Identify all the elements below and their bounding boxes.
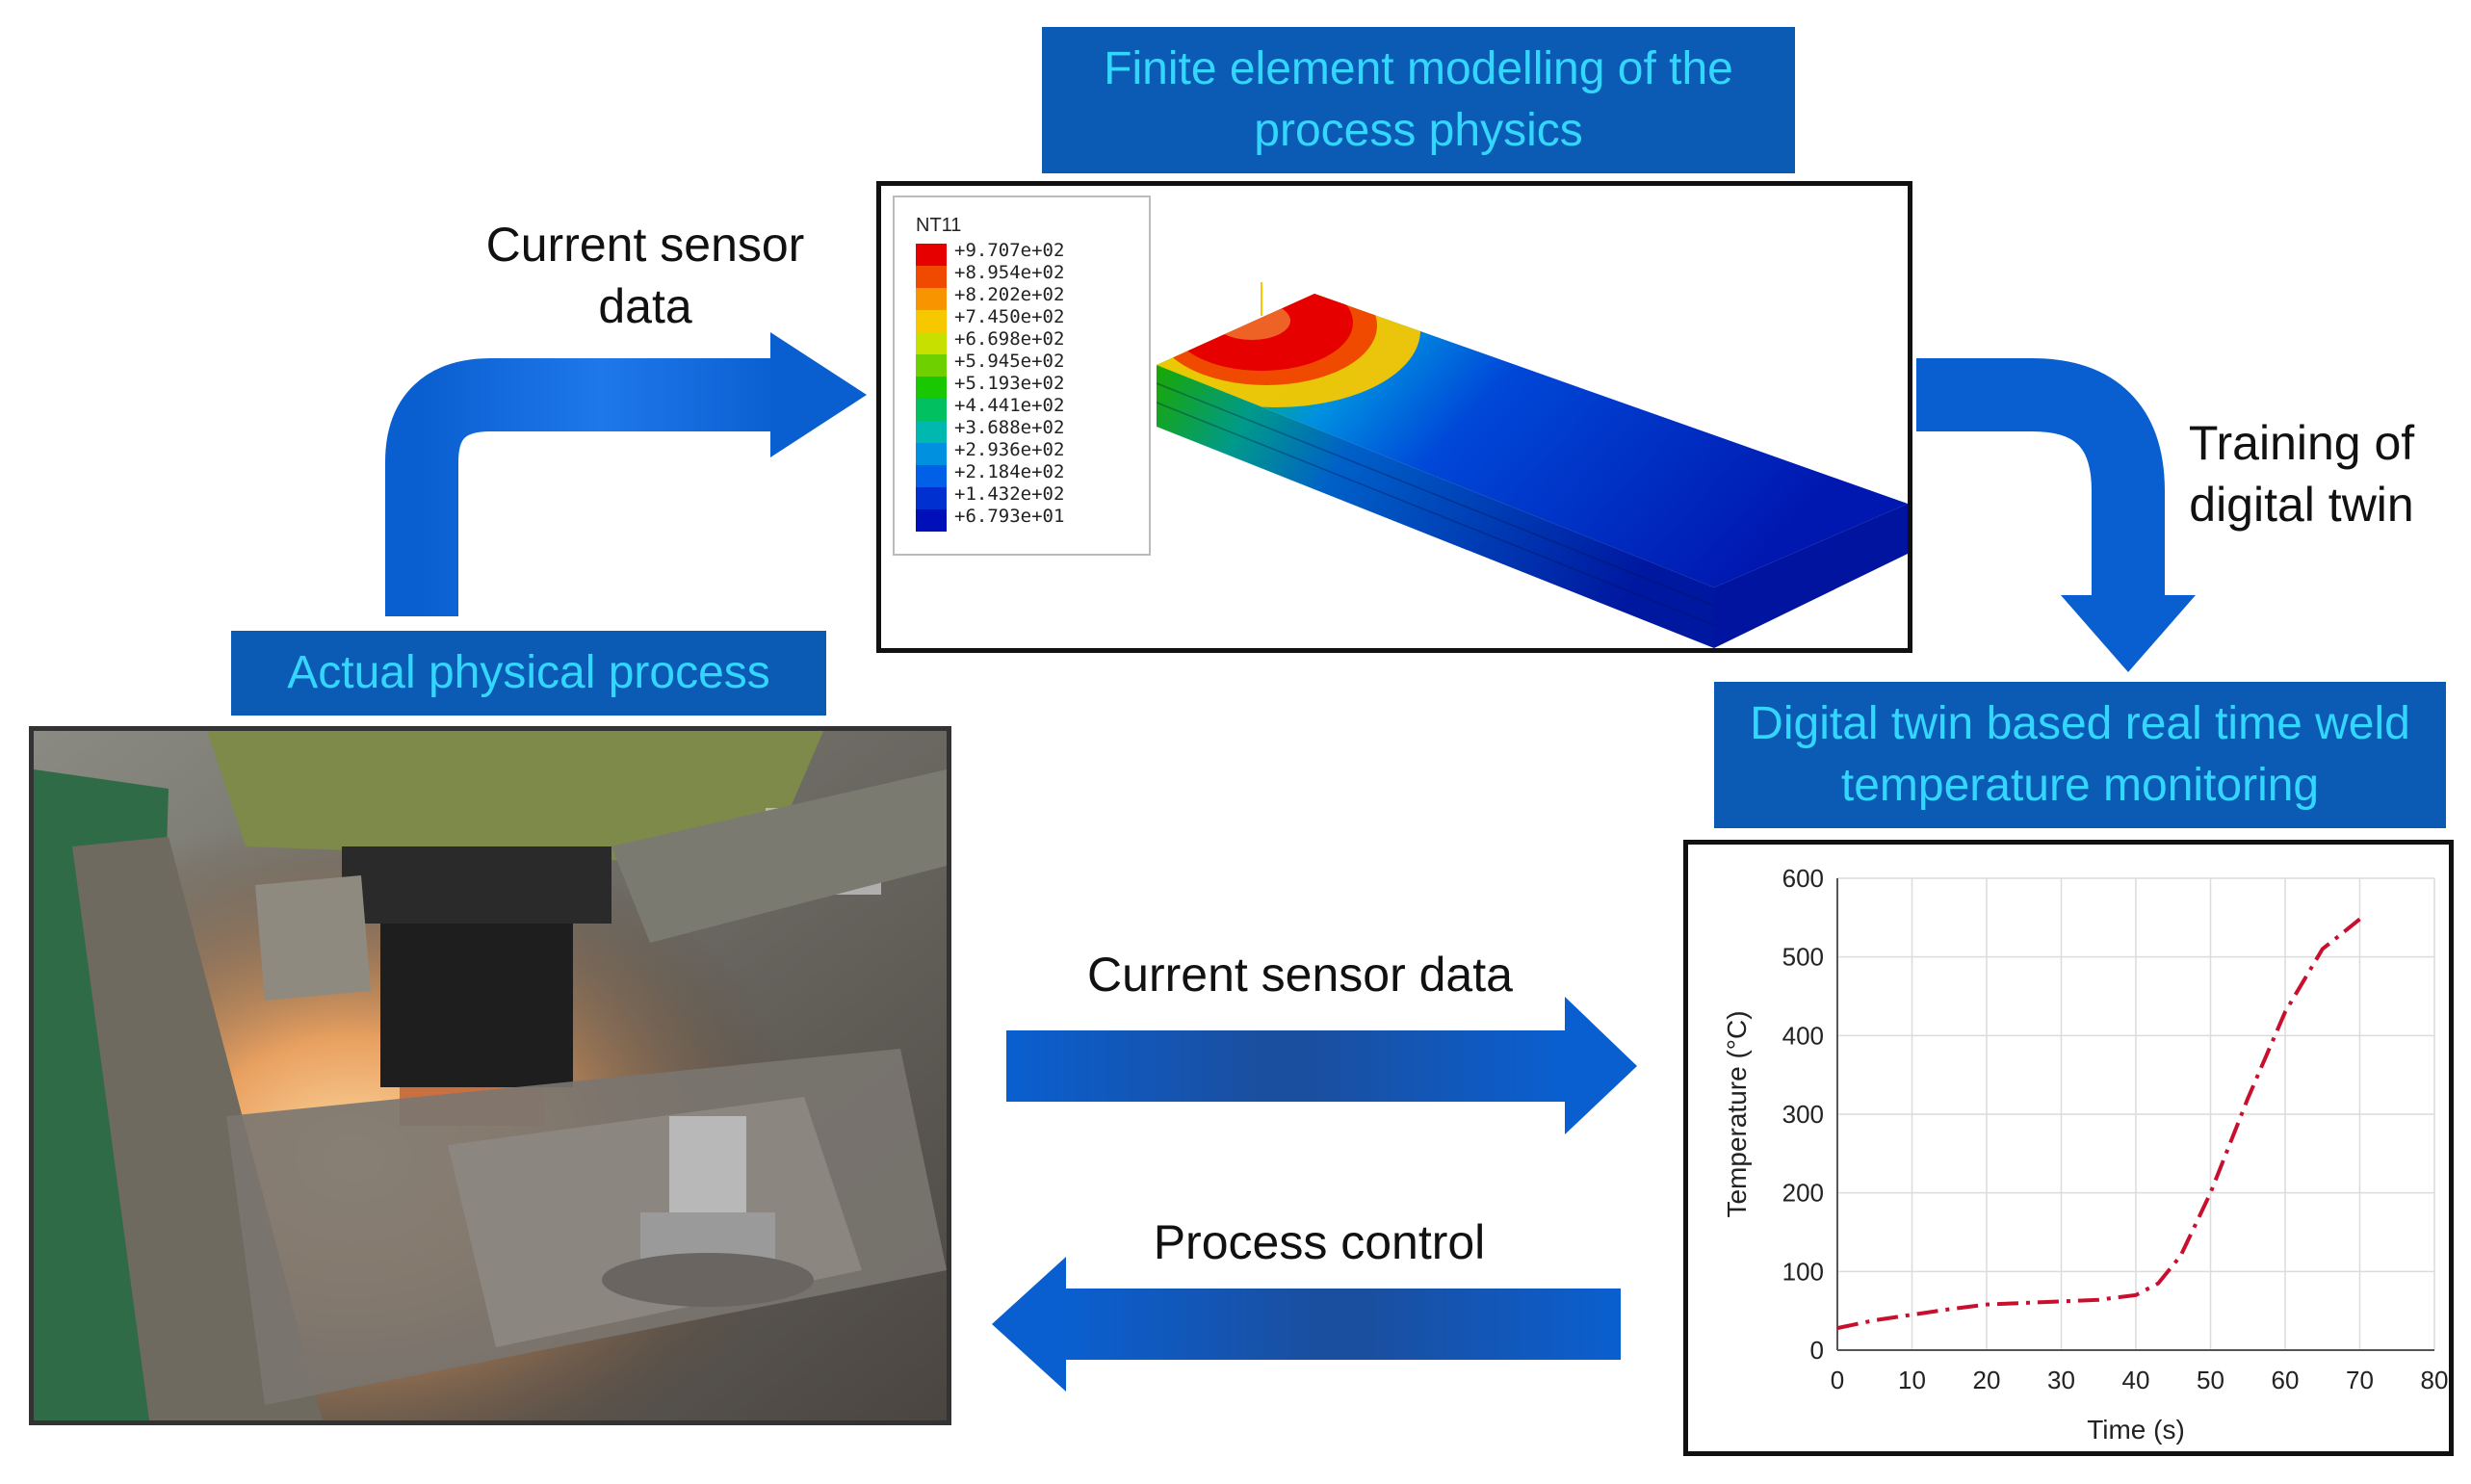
x-tick-label: 30 [2047,1366,2075,1394]
fem-legend: NT11 +9.707e+02+8.954e+02+8.202e+02+7.45… [893,195,1151,556]
x-tick-label: 10 [1898,1366,1926,1394]
arrow-training [1916,358,2196,672]
legend-label: +6.698e+02 [954,328,1065,350]
x-axis-label: Time (s) [2087,1415,2185,1445]
x-tick-label: 20 [1973,1366,2001,1394]
legend-label: +6.793e+01 [954,506,1065,527]
welding-machine-illustration [34,731,947,1420]
y-axis-label: Temperature (°C) [1722,1010,1752,1217]
caption-process-control: Process control [1153,1215,1486,1269]
physical-photo [29,726,951,1425]
legend-title: NT11 [916,215,962,236]
plate-side [1157,365,1714,648]
y-tick-label: 500 [1782,943,1824,972]
x-tick-label: 60 [2272,1366,2300,1394]
y-tick-label: 400 [1782,1021,1824,1050]
arrow-process-control [992,1257,1621,1392]
physical-title: Actual physical process [287,647,770,698]
x-tick-label: 70 [2346,1366,2374,1394]
legend-label: +7.450e+02 [954,306,1065,327]
legend-swatch [916,244,947,266]
legend-label: +5.945e+02 [954,351,1065,372]
legend-swatch [916,421,947,443]
legend-label: +4.441e+02 [954,395,1065,416]
fem-title: Finite element modelling of the process … [1104,43,1733,156]
twin-title: Digital twin based real time weld temper… [1750,698,2410,811]
legend-swatch [916,509,947,532]
legend-label: +2.936e+02 [954,439,1065,460]
y-tick-label: 300 [1782,1100,1824,1129]
temperature-series-line [1836,917,2361,1331]
y-tick-label: 600 [1782,864,1824,893]
y-tick-label: 0 [1810,1336,1824,1365]
physical-title-box: Actual physical process [231,631,826,716]
legend-swatch [916,288,947,310]
x-tick-label: 50 [2197,1366,2224,1394]
fem-plate [1156,282,1908,648]
legend-swatch [916,266,947,288]
legend-label: +2.184e+02 [954,461,1065,482]
legend-label: +5.193e+02 [954,373,1065,394]
legend-label: +8.954e+02 [954,262,1065,283]
twin-title-box: Digital twin based real time weld temper… [1714,682,2446,828]
legend-label: +1.432e+02 [954,483,1065,505]
y-tick-label: 200 [1782,1179,1824,1208]
legend-swatch [916,354,947,377]
legend-swatch [916,487,947,509]
legend-swatch [916,377,947,399]
caption-sensor-mid: Current sensor data [1087,948,1513,1002]
x-tick-label: 80 [2421,1366,2449,1394]
fem-title-box: Finite element modelling of the process … [1042,27,1795,173]
legend-label: +9.707e+02 [954,240,1065,261]
x-tick-label: 40 [2122,1366,2150,1394]
legend-swatch [916,310,947,332]
temperature-chart: 0 10 20 30 40 50 60 70 80 0 100 200 300 400 500 600Time… [1722,864,2449,1445]
legend-label: +3.688e+02 [954,417,1065,438]
caption-sensor-top: Current sensor data [485,218,805,333]
legend-swatch [916,465,947,487]
legend-swatch [916,399,947,421]
arrow-sensor-to-twin [1006,997,1637,1134]
fem-frame: NT11 +9.707e+02+8.954e+02+8.202e+02+7.45… [876,181,1912,653]
legend-swatch [916,332,947,354]
caption-training: Training of digital twin [2188,416,2415,532]
x-tick-label: 0 [1831,1366,1844,1394]
y-tick-label: 100 [1782,1257,1824,1286]
arrow-sensor-to-fem [385,332,867,616]
legend-label: +8.202e+02 [954,284,1065,305]
legend-swatch [916,443,947,465]
